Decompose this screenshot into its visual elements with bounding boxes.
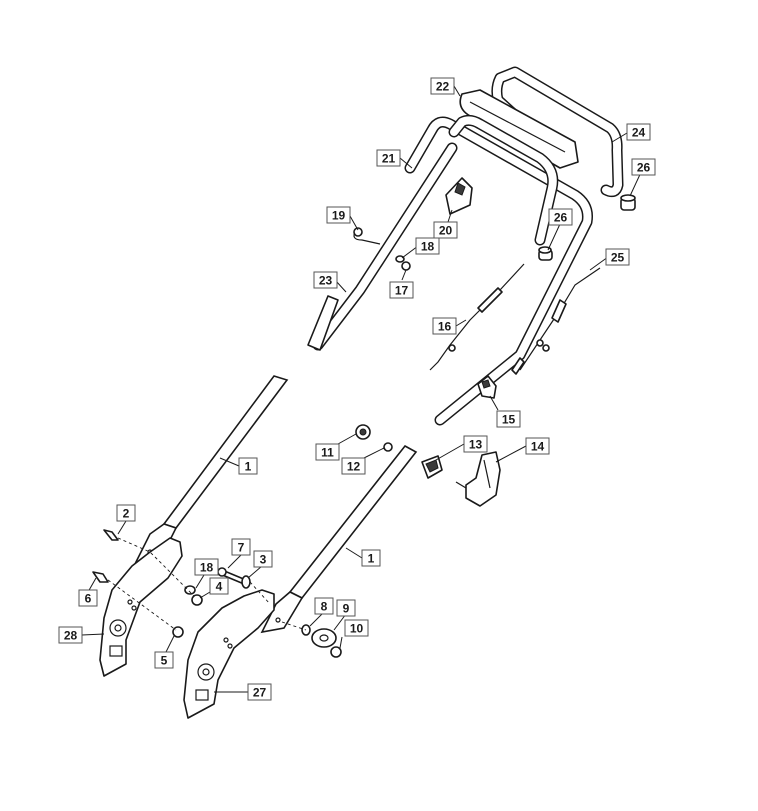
callout-18a: 18	[415, 237, 440, 255]
svg-text:12: 12	[347, 460, 361, 474]
svg-text:18: 18	[200, 561, 214, 575]
svg-text:23: 23	[319, 274, 333, 288]
part-5-nut	[172, 626, 184, 638]
part-28-bracket	[99, 537, 183, 677]
callout-6: 6	[78, 589, 98, 607]
part-10-nut	[330, 646, 342, 658]
svg-text:8: 8	[321, 600, 328, 614]
part-22-lever	[459, 89, 579, 169]
svg-text:13: 13	[469, 438, 483, 452]
callout-19: 19	[326, 206, 351, 224]
svg-text:27: 27	[253, 686, 267, 700]
part-4-nut	[191, 594, 203, 606]
callout-9: 9	[336, 599, 356, 617]
svg-text:3: 3	[260, 553, 267, 567]
svg-text:15: 15	[502, 413, 516, 427]
callout-4: 4	[209, 577, 229, 595]
svg-text:20: 20	[439, 224, 453, 238]
callout-17: 17	[389, 281, 414, 299]
callout-26a: 26	[631, 158, 656, 176]
svg-text:2: 2	[123, 507, 130, 521]
part-12-nut	[383, 442, 393, 452]
part-2-bolt	[103, 529, 119, 541]
part-19-hook	[353, 227, 381, 245]
part-17-nut	[401, 261, 411, 271]
part-25-cable	[511, 267, 601, 375]
leader-lines	[81, 85, 644, 693]
assembly-lines	[107, 537, 307, 631]
callout-24: 24	[626, 123, 651, 141]
callout-20: 20	[433, 221, 458, 239]
svg-text:17: 17	[395, 284, 409, 298]
svg-text:14: 14	[531, 440, 545, 454]
svg-text:26: 26	[637, 161, 651, 175]
callout-7: 7	[231, 538, 251, 556]
callout-14: 14	[525, 437, 550, 455]
callout-16: 16	[432, 317, 457, 335]
part-11-knob	[355, 424, 371, 440]
svg-text:10: 10	[350, 622, 364, 636]
svg-text:26: 26	[554, 211, 568, 225]
part-1-bar-right	[260, 444, 418, 634]
callout-15: 15	[496, 410, 521, 428]
callout-8: 8	[314, 597, 334, 615]
svg-text:28: 28	[64, 629, 78, 643]
callout-3: 3	[253, 550, 273, 568]
svg-text:6: 6	[85, 592, 92, 606]
svg-text:5: 5	[161, 654, 168, 668]
part-14-lever	[455, 451, 501, 507]
svg-text:9: 9	[343, 602, 350, 616]
svg-text:19: 19	[332, 209, 346, 223]
part-18-washer	[184, 585, 196, 595]
svg-text:21: 21	[382, 152, 396, 166]
svg-text:24: 24	[632, 126, 646, 140]
svg-text:18: 18	[421, 240, 435, 254]
callout-1a: 1	[238, 457, 258, 475]
part-16-cable	[429, 263, 525, 371]
part-15-clip	[477, 375, 497, 399]
callout-1b: 1	[361, 549, 381, 567]
callout-25: 25	[605, 248, 630, 266]
part-26-cap-a	[620, 194, 636, 211]
svg-text:16: 16	[438, 320, 452, 334]
svg-text:22: 22	[436, 80, 450, 94]
callout-10: 10	[344, 619, 369, 637]
callout-12: 12	[341, 457, 366, 475]
part-26-cap-b	[538, 246, 553, 261]
callout-11: 11	[315, 443, 340, 461]
callout-27: 27	[247, 683, 272, 701]
svg-text:11: 11	[321, 446, 334, 460]
svg-text:7: 7	[238, 541, 245, 555]
callout-28: 28	[58, 626, 83, 644]
callout-2: 2	[116, 504, 136, 522]
callout-23: 23	[313, 271, 338, 289]
callout-5: 5	[154, 651, 174, 669]
part-6-bolt	[92, 571, 109, 583]
svg-text:1: 1	[368, 552, 375, 566]
callout-21: 21	[376, 149, 401, 167]
svg-text:1: 1	[245, 460, 252, 474]
part-1-bar-left	[134, 375, 289, 563]
callout-26b: 26	[548, 208, 573, 226]
svg-text:4: 4	[216, 580, 223, 594]
part-27-bracket	[183, 589, 275, 719]
callout-18b: 18	[194, 558, 219, 576]
callout-13: 13	[463, 435, 488, 453]
part-9-spacer	[311, 628, 337, 648]
svg-text:25: 25	[611, 251, 625, 265]
part-21-upper-handle	[312, 114, 593, 426]
callout-22: 22	[430, 77, 455, 95]
part-13-bracket	[421, 455, 443, 479]
part-23-tube	[307, 295, 339, 351]
part-20-clip	[445, 177, 473, 215]
